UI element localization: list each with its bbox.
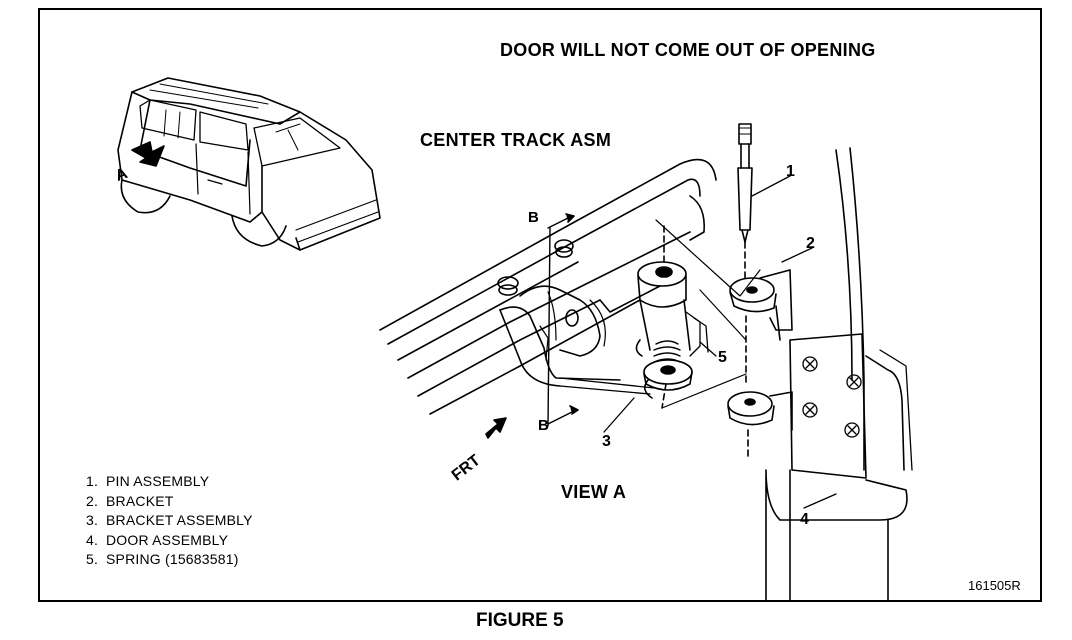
spring-bracket-assembly: [559, 219, 761, 409]
legend-item-label: PIN ASSEMBLY: [106, 473, 210, 489]
parts-legend: 1. PIN ASSEMBLY 2. BRACKET 3. BRACKET ASSEM…: [86, 472, 253, 570]
door-assembly: [765, 147, 913, 601]
page-title: DOOR WILL NOT COME OUT OF OPENING: [500, 40, 876, 60]
legend-item: 5. SPRING (15683581): [86, 550, 253, 570]
figure-frame: [38, 8, 1042, 602]
section-label-bottom: B: [538, 417, 549, 434]
drawing-id: 161505R: [968, 578, 1021, 593]
legend-item-label: BRACKET ASSEMBLY: [106, 512, 253, 528]
section-label-top: B: [528, 209, 539, 226]
callout-4: 4: [800, 511, 809, 528]
legend-item-label: BRACKET: [106, 492, 174, 509]
legend-item-label: SPRING (15683581): [106, 551, 239, 567]
legend-item: 4. DOOR ASSEMBLY: [86, 531, 253, 551]
front-direction-label: FRT: [449, 452, 484, 485]
callout-2: 2: [806, 235, 815, 252]
legend-item: 2. BRACKET: [86, 492, 253, 512]
center-track-heading: CENTER TRACK ASM: [420, 130, 612, 150]
legend-item-num: 4.: [86, 531, 99, 548]
callout-3: 3: [602, 433, 611, 450]
legend-item-num: 5.: [86, 551, 99, 567]
section-line-b: [547, 213, 579, 427]
figure-caption: FIGURE 5: [476, 610, 564, 631]
callout-5: 5: [718, 349, 727, 366]
legend-item: 1. PIN ASSEMBLY: [86, 472, 253, 492]
pin-assembly: [737, 123, 791, 281]
legend-item: 3. BRACKET ASSEMBLY: [86, 511, 253, 531]
legend-item-num: 2.: [86, 492, 99, 509]
van-illustration: A: [113, 77, 381, 251]
legend-item-num: 3.: [86, 512, 99, 528]
legend-item-num: 1.: [86, 473, 99, 489]
front-direction-arrow: FRT: [449, 417, 507, 485]
callout-1: 1: [786, 163, 795, 180]
legend-item-label: DOOR ASSEMBLY: [106, 531, 229, 548]
view-label: VIEW A: [561, 482, 627, 502]
hinge-brackets: [727, 247, 813, 461]
center-track-rails: [379, 158, 717, 415]
